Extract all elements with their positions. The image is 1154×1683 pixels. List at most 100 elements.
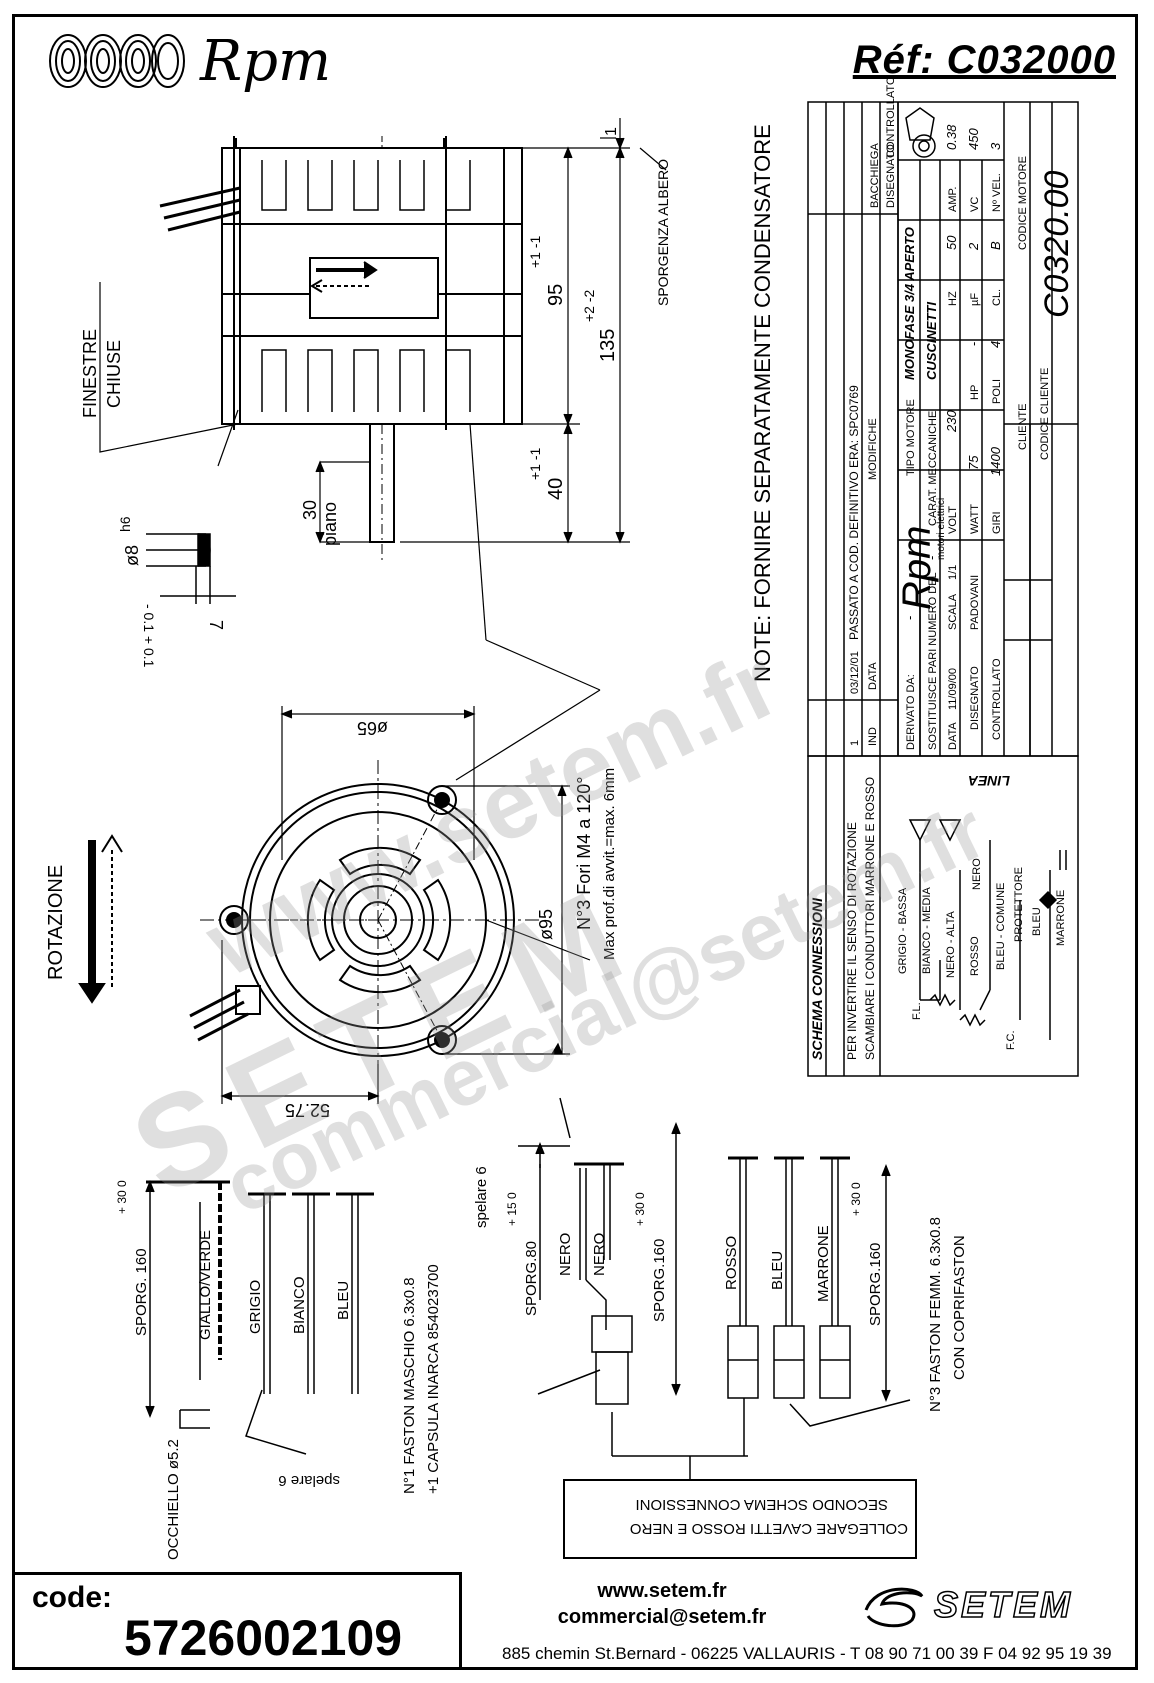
nero-a-label: NERO	[557, 1233, 574, 1276]
disegnato-value: PADOVANI	[969, 575, 981, 630]
capsula-label: +1 CAPSULA INARCA 854023700	[425, 1264, 442, 1494]
title-block	[807, 101, 1079, 757]
dim-40-tol: +1 -1	[527, 447, 543, 480]
derivato-label: DERIVATO DA:	[905, 674, 917, 750]
schema-title: SCHEMA CONNESSIONI	[809, 897, 825, 1060]
dim-1: 1	[603, 127, 620, 136]
uf-label: µF	[969, 293, 981, 306]
sostituisce-label: SOSTITUISCE PARI NUMERO DEL	[927, 572, 939, 750]
chiuse-label: CHIUSE	[104, 340, 124, 408]
volt-label: VOLT	[947, 506, 959, 534]
wire-bundle-right	[727, 1156, 911, 1456]
title-block-brand-sub: motori elettrici	[936, 498, 947, 560]
disegnato-col: DISEGNATO	[885, 144, 897, 208]
sporgenza-label: SPORGENZA ALBERO	[655, 159, 671, 306]
setem-logo: SETEM	[862, 1580, 1073, 1630]
codice-cliente-label: CODICE CLIENTE	[1039, 368, 1051, 460]
cl-label: CL.	[991, 289, 1003, 306]
dim-135-tol: +2 -2	[581, 289, 597, 322]
bacchiega-col: BACCHIEGA	[869, 143, 881, 208]
finestre-label: FINESTRE	[80, 329, 100, 418]
schema-instr-1: PER INVERTIRE IL SENSO DI ROTAZIONE	[845, 822, 859, 1060]
scala-label: SCALA	[947, 593, 959, 630]
dia-95: ø95	[536, 909, 556, 940]
poli-value: 4	[988, 341, 1003, 348]
note-condensatore: NOTE: FORNIRE SEPARATAMENTE CONDENSATORE	[750, 124, 775, 682]
coprifaston: CON COPRIFASTON	[951, 1235, 968, 1380]
vc-label: VC	[969, 197, 981, 212]
nero-b-label: NERO	[591, 1233, 608, 1276]
dim-135: 135	[597, 329, 619, 362]
dimension-lines-top	[99, 118, 667, 691]
setem-wordmark: SETEM	[933, 1583, 1074, 1626]
footer-website[interactable]: www.setem.fr	[597, 1580, 727, 1602]
controllato-label: CONTROLLATO	[991, 658, 1003, 740]
uf-value: 2	[966, 242, 981, 251]
footer-address: 885 chemin St.Bernard - 06225 VALLAURIS …	[502, 1644, 1112, 1663]
spelare-mid: spelare 6	[473, 1166, 490, 1228]
motor-front-view	[189, 760, 540, 1090]
ind-col: IND	[867, 727, 879, 746]
collegare-line1: COLLEGARE CAVETTI ROSSO E NERO	[630, 1520, 908, 1537]
codice-motore-value: C0320.00	[1038, 170, 1076, 318]
wire-bundle-middle	[518, 1097, 748, 1480]
note-box	[563, 1479, 917, 1559]
wire-labels: SPORG. 160 + 30 0 GIALLO/VERDE GRIGIO BI…	[115, 1166, 968, 1560]
watt-label: WATT	[969, 504, 981, 534]
cliente-label: CLIENTE	[1017, 404, 1029, 450]
sporg-80: SPORG.80	[523, 1241, 540, 1316]
data-col: DATA	[867, 662, 879, 690]
schema-bleu-comune: BLEU - COMUNE	[995, 883, 1007, 970]
giri-label: GIRI	[991, 511, 1003, 534]
reference-code: Réf: C032000	[852, 38, 1116, 82]
holes-depth: Max prof.di avvit.=max. 6mm	[601, 768, 618, 960]
rpm-logo: Rpm	[48, 26, 331, 96]
shaft-tolerance: h6	[117, 516, 133, 532]
code-label: code:	[32, 1581, 113, 1614]
motor-side-view	[159, 136, 523, 560]
faston-maschio: N°1 FASTON MASCHIO 6.3x0.8	[401, 1277, 418, 1494]
hp-value: -	[966, 342, 981, 346]
schema-rosso: ROSSO	[969, 936, 981, 976]
piano-label: piano	[320, 502, 340, 546]
faston-femm: N°3 FASTON FEMM. 6.3x0.8	[927, 1217, 944, 1412]
rev-1-text: PASSATO A COD. DEFINITIVO ERA: SPC0769	[847, 385, 861, 640]
volt-value: 230	[944, 410, 959, 433]
spelare-left: spelare 6	[278, 1472, 340, 1489]
dim-7: 7	[206, 620, 226, 630]
top-view-labels: FINESTRE CHIUSE SPORGENZA ALBERO 95 +1 -…	[80, 127, 671, 668]
collegare-line2: SECONDO SCHEMA CONNESSIONI	[635, 1496, 888, 1513]
rev-1-index: 1	[849, 740, 861, 746]
hz-value: 50	[944, 235, 959, 250]
modifiche-col: MODIFICHE	[867, 418, 879, 480]
drawing-frame	[12, 14, 1138, 1670]
data-label: DATA	[947, 722, 959, 750]
schema-fc: F.C.	[1005, 1030, 1017, 1050]
data-value: 11/09/00	[947, 668, 959, 710]
sostituisce-value: -	[924, 556, 939, 560]
sporg-160-left-tol: + 30 0	[115, 1180, 129, 1214]
nvel-value: 3	[988, 142, 1003, 150]
code-value: 5726002109	[124, 1610, 403, 1666]
rotazione-label: ROTAZIONE	[45, 865, 67, 980]
disegnato-label: DISEGNATO	[969, 666, 981, 730]
footer-email[interactable]: commercial@setem.fr	[557, 1606, 767, 1628]
coil-icon	[49, 34, 185, 88]
carat-label: CARAT. MECCANICHE	[927, 411, 939, 526]
watt-value: 75	[966, 455, 981, 470]
occhiello-label: OCCHIELLO ø5.2	[165, 1439, 182, 1560]
amp-label: AMP.	[947, 187, 959, 212]
schema-labels: SCHEMA CONNESSIONI PER INVERTIRE IL SENS…	[809, 773, 1067, 1060]
schema-box	[807, 755, 1079, 1077]
schema-bianco-media: BIANCO - MEDIA	[921, 887, 933, 974]
giallo-verde-label: GIALLO/VERDE	[197, 1230, 214, 1340]
rosso-label: ROSSO	[723, 1236, 740, 1290]
brand-name: Rpm	[200, 28, 332, 94]
dim-7-tol: - 0.1 + 0.1	[141, 604, 157, 668]
schema-grigio-bassa: GRIGIO - BASSA	[897, 887, 909, 974]
shaft-diameter: ø8	[122, 545, 142, 566]
schema-marrone: MARRONE	[1055, 890, 1067, 946]
dim-52-75: 52.75	[285, 1100, 330, 1120]
marrone-label: MARRONE	[815, 1225, 832, 1302]
schema-protettore: PROTETTORE	[1013, 867, 1025, 942]
